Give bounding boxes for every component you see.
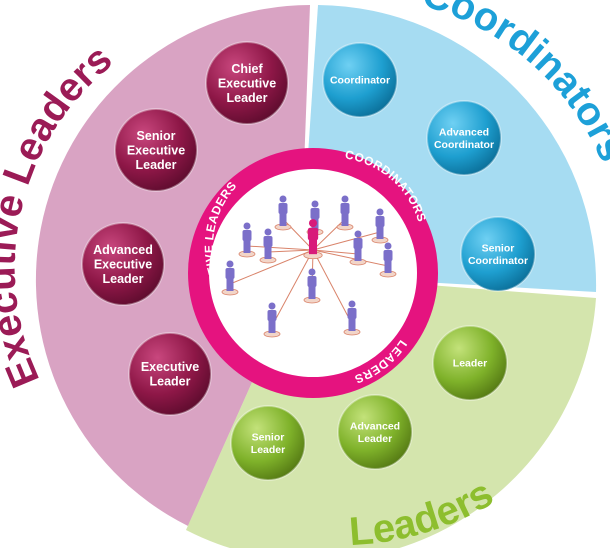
person-icon — [263, 302, 281, 338]
network-link — [312, 249, 353, 325]
executive-segment — [35, 5, 311, 526]
leader-bubble-label: Leader — [358, 433, 392, 445]
executive-bubble-label: Executive — [94, 257, 152, 271]
leader-bubble-label: Leader — [453, 358, 487, 370]
executive-bubble-circle — [128, 332, 212, 416]
coordinator-bubble-label: Senior — [482, 242, 515, 254]
person-icon — [303, 268, 321, 304]
network-link — [271, 249, 314, 327]
person-icon — [349, 230, 367, 266]
executive-bubble-circle — [205, 41, 289, 125]
person-icon — [371, 208, 389, 244]
executive-bubble-label: Chief — [231, 62, 263, 76]
leader-bubble-label: Leader — [251, 444, 285, 456]
executive-bubble-label: Leader — [227, 91, 268, 105]
coordinator-bubble-circle — [322, 42, 398, 118]
person-icon — [336, 195, 354, 231]
person-icon — [221, 260, 239, 296]
network-link — [246, 245, 314, 251]
network-link — [312, 231, 381, 251]
network-link — [229, 249, 314, 285]
leader-bubble-circle — [337, 394, 413, 470]
role-bubbles: ChiefExecutiveLeaderSeniorExecutiveLeade… — [81, 41, 536, 481]
person-icon — [303, 219, 323, 260]
person-icon — [379, 242, 397, 278]
person-icon — [274, 195, 292, 231]
network-link — [267, 249, 314, 253]
executive-bubble-label: Executive — [127, 143, 185, 157]
network-link — [312, 249, 359, 255]
leader-bubble-circle — [432, 325, 508, 401]
coordinator-bubble-label: Coordinator — [468, 255, 528, 267]
executive-bubble-circle — [114, 108, 198, 192]
executive-bubble-label: Leader — [150, 375, 191, 389]
person-icon — [238, 222, 256, 258]
executive-bubble-label: Executive — [218, 76, 276, 90]
person-icon — [343, 300, 361, 336]
coordinator-bubble-circle — [426, 100, 502, 176]
coordinator-bubble-circle — [460, 216, 536, 292]
leader-bubble-circle — [230, 405, 306, 481]
coordinator-bubble-label: Coordinator — [434, 139, 494, 151]
leader-role-bubble: Leader — [432, 325, 508, 401]
leader-bubble-label: Senior — [252, 431, 285, 443]
network-link — [312, 249, 389, 267]
executive-bubble-label: Leader — [103, 272, 144, 286]
person-icon — [259, 228, 277, 264]
coordinator-bubble-label: Coordinator — [330, 75, 390, 87]
executive-bubble-label: Advanced — [93, 243, 153, 257]
coordinator-bubble-label: Advanced — [439, 126, 489, 138]
executive-bubble-label: Leader — [136, 158, 177, 172]
coordinator-role-bubble: Coordinator — [322, 42, 398, 118]
executive-bubble-circle — [81, 222, 165, 306]
people-network-icon — [221, 195, 397, 338]
executive-bubble-label: Senior — [137, 129, 176, 143]
leader-bubble-label: Advanced — [350, 420, 400, 432]
executive-bubble-label: Executive — [141, 360, 199, 374]
